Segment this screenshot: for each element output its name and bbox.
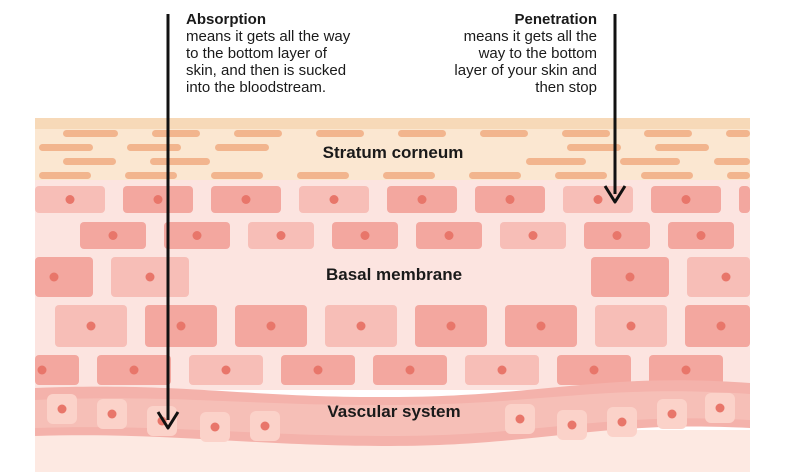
stratum-top-edge — [35, 118, 750, 129]
vascular-cell-nucleus — [515, 414, 525, 424]
vascular-layer — [35, 380, 750, 472]
cell-nucleus — [505, 195, 515, 204]
penetration-description: means it gets all the way to the bottom … — [454, 28, 597, 96]
cell-nucleus — [192, 231, 202, 240]
absorption-description: means it gets all the way to the bottom … — [186, 28, 351, 96]
cell-nucleus — [625, 272, 635, 282]
stratum-cell — [480, 130, 528, 137]
vascular-system-label: Vascular system — [327, 402, 461, 421]
stratum-cell — [383, 172, 435, 179]
cell-nucleus — [612, 231, 622, 240]
cell-nucleus — [129, 365, 139, 375]
cell-nucleus — [266, 321, 276, 331]
vascular-cell-nucleus — [567, 420, 577, 430]
cell-nucleus — [528, 231, 538, 240]
vascular-cell-nucleus — [260, 421, 270, 431]
stratum-cell — [297, 172, 349, 179]
cell-nucleus — [444, 231, 454, 240]
cell-nucleus — [593, 195, 603, 204]
stratum-cell — [526, 158, 586, 165]
cell-nucleus — [276, 231, 286, 240]
vascular-cell-nucleus — [617, 417, 627, 427]
cell-nucleus — [360, 231, 370, 240]
cell-nucleus — [145, 272, 155, 282]
cell-nucleus — [86, 321, 96, 331]
cell-nucleus — [108, 231, 118, 240]
basal-membrane-label: Basal membrane — [325, 265, 463, 284]
stratum-cell — [150, 158, 210, 165]
epidermal-cell — [739, 186, 750, 213]
stratum-cell — [726, 130, 750, 137]
cell-nucleus — [716, 321, 726, 331]
cell-nucleus — [405, 365, 415, 375]
cell-nucleus — [329, 195, 339, 204]
cell-nucleus — [536, 321, 546, 331]
stratum-cell — [714, 158, 750, 165]
stratum-cell — [234, 130, 282, 137]
cell-nucleus — [696, 231, 706, 240]
stratum-cell — [63, 130, 118, 137]
stratum-corneum-label: Stratum corneum — [322, 143, 464, 162]
vascular-cell-nucleus — [210, 422, 220, 432]
penetration-arrow-head — [603, 185, 627, 204]
absorption-title: Absorption — [186, 11, 266, 28]
stratum-cell — [641, 172, 693, 179]
stratum-cell — [727, 172, 750, 179]
cell-nucleus — [589, 365, 599, 375]
cell-nucleus — [37, 365, 47, 375]
vascular-cell-nucleus — [57, 404, 67, 414]
epidermis-layer — [35, 180, 750, 390]
vascular-cell-nucleus — [107, 409, 117, 419]
epidermal-cell — [687, 257, 750, 297]
cell-nucleus — [176, 321, 186, 331]
epidermal-cell — [35, 257, 93, 297]
absorption-annotation: Absorption means it gets all the way to … — [186, 11, 350, 96]
stratum-cell — [125, 172, 177, 179]
penetration-title: Penetration — [514, 11, 597, 28]
stratum-cell — [152, 130, 200, 137]
cell-nucleus — [497, 365, 507, 375]
stratum-corneum-layer — [35, 118, 750, 186]
penetration-annotation: Penetration means it gets all the way to… — [454, 11, 597, 96]
vascular-cell-nucleus — [667, 409, 677, 419]
stratum-cell — [211, 172, 263, 179]
cell-nucleus — [681, 195, 691, 204]
stratum-cell — [215, 144, 269, 151]
stratum-cell — [469, 172, 521, 179]
cell-nucleus — [49, 272, 59, 282]
stratum-cell — [567, 144, 621, 151]
absorption-arrow-head — [156, 411, 180, 430]
arrows — [156, 14, 627, 430]
stratum-cell — [644, 130, 692, 137]
stratum-cell — [398, 130, 446, 137]
cell-nucleus — [721, 272, 731, 282]
stratum-cell — [39, 144, 93, 151]
cell-nucleus — [65, 195, 75, 204]
cell-nucleus — [417, 195, 427, 204]
stratum-cell — [562, 130, 610, 137]
cell-nucleus — [446, 321, 456, 331]
cell-nucleus — [241, 195, 251, 204]
cell-nucleus — [681, 365, 691, 375]
cell-nucleus — [356, 321, 366, 331]
epidermal-cell — [35, 355, 79, 385]
stratum-cell — [316, 130, 364, 137]
stratum-cell — [63, 158, 116, 165]
cell-nucleus — [221, 365, 231, 375]
stratum-cell — [655, 144, 709, 151]
stratum-cell — [39, 172, 91, 179]
stratum-cell — [555, 172, 607, 179]
cell-nucleus — [153, 195, 163, 204]
cell-nucleus — [626, 321, 636, 331]
stratum-cell — [127, 144, 181, 151]
vascular-cell-nucleus — [715, 403, 725, 413]
cell-nucleus — [313, 365, 323, 375]
stratum-cell — [620, 158, 680, 165]
